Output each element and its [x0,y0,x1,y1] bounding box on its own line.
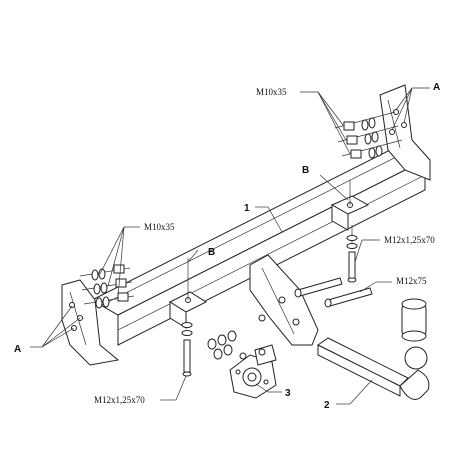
label-a-left: A [14,344,21,355]
bolt-set-upper-right [334,111,403,159]
label-m10x35-left: M10x35 [144,222,175,232]
left-bracket [61,279,120,366]
label-m12x125x70-right: M12x1,25x70 [384,235,435,245]
label-m12x75: M12x75 [396,276,427,286]
bolt-set-left [79,264,135,309]
tow-ball-neck [317,298,430,400]
label-b-right: B [302,165,309,176]
bolts-m12x75 [294,277,373,308]
label-m12x125x70-bottom: M12x1,25x70 [94,395,145,405]
clamp-plate-right [330,180,370,283]
towing-bracket [249,254,319,346]
label-m10x35-top: M10x35 [256,87,287,97]
cross-beam [90,144,427,346]
leader-lines [30,87,430,405]
clamp-plate-left [168,258,208,377]
label-b-left: B [208,247,215,258]
label-part-2: 2 [324,400,330,411]
label-a-top: A [433,82,440,93]
nuts-washers-lower [207,330,237,360]
label-part-1: 1 [244,203,250,214]
label-part-3: 3 [285,388,291,399]
socket-plate [229,344,277,399]
